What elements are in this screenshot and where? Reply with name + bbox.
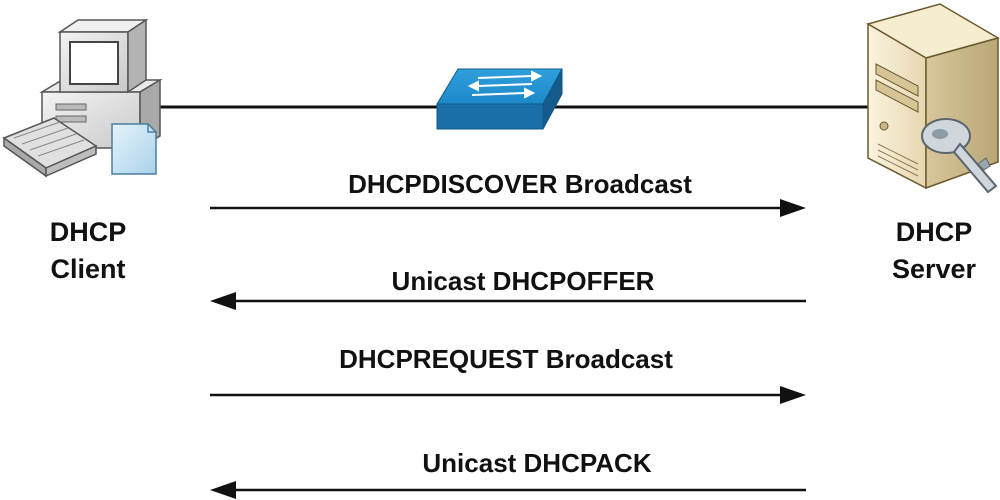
- arrow-dhcpdiscover: [210, 199, 806, 217]
- network-switch-icon: [436, 68, 563, 130]
- message-label-dhcprequest: DHCPREQUEST Broadcast: [339, 344, 673, 374]
- server-label: DHCP Server: [878, 214, 990, 288]
- message-label-dhcpoffer: Unicast DHCPOFFER: [391, 266, 655, 296]
- client-label-line1: DHCP: [49, 217, 127, 247]
- server-with-key-icon: [866, 3, 1000, 194]
- client-label: DHCP Client: [28, 214, 148, 288]
- server-label-line2: Server: [891, 254, 977, 284]
- desktop-computer-icon: [2, 18, 163, 178]
- message-label-dhcpack: Unicast DHCPACK: [422, 448, 652, 478]
- arrow-dhcprequest: [210, 386, 806, 404]
- message-label-dhcpdiscover: DHCPDISCOVER Broadcast: [348, 169, 692, 199]
- client-label-line2: Client: [50, 254, 126, 284]
- server-label-line1: DHCP: [895, 217, 973, 247]
- arrow-dhcpoffer: [210, 292, 806, 310]
- arrow-dhcpack: [210, 481, 806, 499]
